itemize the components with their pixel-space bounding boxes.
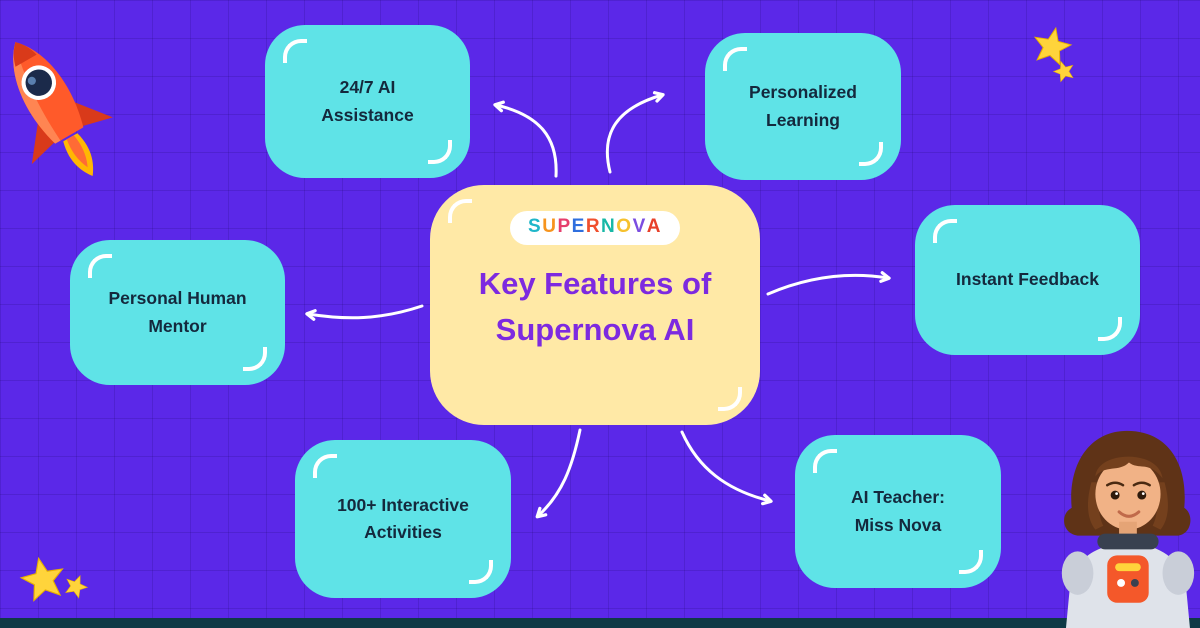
- arrow-to-ai-teacher: [680, 430, 773, 506]
- star-icon: [1033, 26, 1073, 66]
- arrow-to-activities: [535, 428, 582, 519]
- arrow-to-mentor: [305, 304, 424, 321]
- logo-letter: U: [542, 216, 558, 237]
- logo-letter: R: [585, 216, 602, 237]
- star-icon: [19, 556, 64, 602]
- logo-letter: V: [632, 216, 647, 237]
- feature-label: Instant Feedback: [956, 269, 1099, 290]
- feature-box-ai-assistance: 24/7 AI Assistance: [265, 25, 470, 178]
- feature-box-personal-human-mentor: Personal Human Mentor: [70, 240, 285, 385]
- title-line-1: Key Features of: [478, 265, 712, 301]
- arrow-to-personalized: [605, 91, 665, 174]
- page-title: Key Features of Supernova AI: [479, 261, 712, 354]
- logo-letter: E: [571, 216, 586, 237]
- feature-box-ai-teacher: AI Teacher: Miss Nova: [795, 435, 1001, 588]
- logo-letter: N: [601, 216, 617, 237]
- rocket-icon: [13, 42, 113, 176]
- title-line-2: Supernova AI: [495, 312, 695, 348]
- feature-box-instant-feedback: Instant Feedback: [915, 205, 1140, 355]
- star-icon: [65, 575, 89, 599]
- feature-label: Personal Human Mentor: [108, 288, 247, 336]
- logo-letter: S: [528, 216, 543, 237]
- feature-label: 100+ Interactive Activities: [337, 494, 469, 542]
- feature-label: 24/7 AI Assistance: [321, 77, 414, 125]
- feature-box-interactive-activities: 100+ Interactive Activities: [295, 440, 511, 598]
- feature-label: AI Teacher: Miss Nova: [850, 487, 945, 535]
- astronaut-character: [1061, 430, 1195, 628]
- logo-letter: P: [557, 216, 572, 237]
- bottom-strip: [0, 618, 1200, 628]
- feature-label: Personalized Learning: [749, 82, 857, 130]
- logo-letter: O: [616, 216, 633, 237]
- arrow-to-ai-assistance: [493, 100, 558, 178]
- logo-letter: A: [646, 216, 662, 237]
- star-icon: [1052, 60, 1074, 83]
- feature-box-personalized-learning: Personalized Learning: [705, 33, 901, 180]
- arrow-to-feedback: [766, 271, 891, 296]
